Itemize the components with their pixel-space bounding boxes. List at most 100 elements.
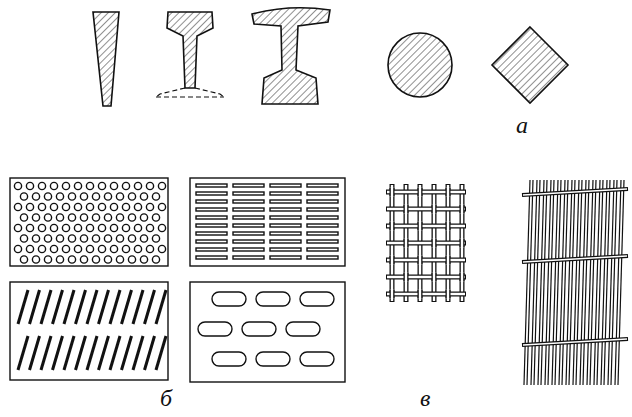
cross-wire bbox=[522, 189, 628, 195]
mesh-wire bbox=[418, 290, 423, 298]
diagonal-slot bbox=[53, 290, 63, 324]
mesh-wire bbox=[608, 180, 614, 385]
diagonal-slot bbox=[76, 336, 86, 370]
diagonal-slot bbox=[133, 290, 143, 324]
slot-hole bbox=[233, 184, 264, 187]
round-hole bbox=[32, 256, 39, 263]
round-hole bbox=[56, 235, 63, 242]
mesh-wire bbox=[404, 205, 409, 213]
round-hole bbox=[146, 203, 153, 210]
round-hole bbox=[122, 203, 129, 210]
round-hole bbox=[134, 203, 141, 210]
slot-hole bbox=[233, 192, 264, 195]
mesh-wire bbox=[419, 289, 421, 299]
mesh-wire bbox=[460, 239, 465, 247]
slot-hole bbox=[270, 240, 301, 243]
round-hole bbox=[110, 245, 117, 252]
cross-wire bbox=[522, 256, 628, 262]
slot-hole bbox=[196, 208, 227, 211]
round-hole bbox=[68, 235, 75, 242]
round-hole bbox=[116, 193, 123, 200]
round-hole bbox=[56, 256, 63, 263]
round-hole bbox=[104, 256, 111, 263]
mesh-wire bbox=[387, 259, 465, 261]
diagonal-slot bbox=[76, 290, 86, 324]
oblong-hole bbox=[242, 322, 276, 336]
round-hole bbox=[116, 235, 123, 242]
diagonal-slot bbox=[18, 336, 28, 370]
mesh-wire bbox=[446, 256, 451, 264]
oblong-hole bbox=[212, 292, 246, 306]
diagonal-slot bbox=[145, 290, 155, 324]
round-hole bbox=[122, 245, 129, 252]
round-hole bbox=[104, 193, 111, 200]
mesh-wire bbox=[545, 180, 551, 385]
mesh-wire bbox=[460, 205, 465, 213]
round-hole bbox=[20, 256, 27, 263]
slot-hole bbox=[196, 232, 227, 235]
slot-hole bbox=[233, 200, 264, 203]
square-profile bbox=[492, 27, 568, 103]
round-hole bbox=[146, 245, 153, 252]
round-hole bbox=[74, 182, 81, 189]
round-hole bbox=[26, 203, 33, 210]
round-hole bbox=[44, 214, 51, 221]
round-hole bbox=[56, 214, 63, 221]
round-hole bbox=[44, 235, 51, 242]
mesh-wire bbox=[461, 204, 463, 214]
round-hole bbox=[134, 182, 141, 189]
mesh-wire bbox=[461, 185, 463, 301]
mesh-wire bbox=[460, 184, 465, 302]
cross-wire bbox=[523, 189, 627, 195]
mesh-wire bbox=[432, 273, 437, 281]
diagonal-slot bbox=[41, 290, 51, 324]
mesh-wire bbox=[433, 238, 435, 248]
mesh-wire bbox=[531, 180, 537, 385]
sheet-outline bbox=[190, 178, 345, 266]
round-hole bbox=[128, 214, 135, 221]
round-hole bbox=[134, 224, 141, 231]
slot-hole bbox=[270, 248, 301, 251]
mesh-wire bbox=[461, 238, 463, 248]
figure-letter: б bbox=[160, 386, 172, 410]
cross-wire bbox=[523, 256, 627, 262]
round-hole bbox=[62, 224, 69, 231]
mesh-wire bbox=[446, 290, 451, 298]
sheet-outline bbox=[10, 178, 168, 266]
woven-meshes bbox=[386, 180, 628, 385]
round-hole bbox=[20, 235, 27, 242]
diagonal-slot bbox=[64, 336, 74, 370]
round-hole bbox=[140, 214, 147, 221]
mesh-wire bbox=[387, 276, 465, 278]
round-hole bbox=[152, 193, 159, 200]
mesh-wire bbox=[419, 221, 421, 231]
round-hole bbox=[50, 203, 57, 210]
round-hole bbox=[98, 224, 105, 231]
round-hole bbox=[68, 256, 75, 263]
mesh-wire bbox=[405, 185, 407, 301]
round-hole bbox=[152, 235, 159, 242]
wedge-profile bbox=[93, 12, 119, 106]
mesh-wire bbox=[419, 187, 421, 197]
round-hole bbox=[80, 193, 87, 200]
slot-hole bbox=[307, 208, 338, 211]
mesh-wire bbox=[433, 204, 435, 214]
mesh-wire bbox=[386, 241, 466, 246]
mesh-wire bbox=[386, 207, 466, 212]
oblong-hole bbox=[286, 322, 320, 336]
slot-hole bbox=[270, 216, 301, 219]
diagonal-slot bbox=[64, 290, 74, 324]
round-hole bbox=[86, 245, 93, 252]
diagonal-slot bbox=[30, 336, 40, 370]
round-hole bbox=[158, 182, 165, 189]
mesh-wire bbox=[447, 187, 449, 197]
round-hole bbox=[26, 245, 33, 252]
mesh-wire bbox=[386, 292, 466, 297]
mesh-wire bbox=[446, 188, 451, 196]
round-hole bbox=[98, 203, 105, 210]
round-hole bbox=[146, 224, 153, 231]
round-hole bbox=[92, 235, 99, 242]
diagonal-slot bbox=[133, 336, 143, 370]
oblong-hole bbox=[256, 352, 290, 366]
slot-hole bbox=[270, 184, 301, 187]
